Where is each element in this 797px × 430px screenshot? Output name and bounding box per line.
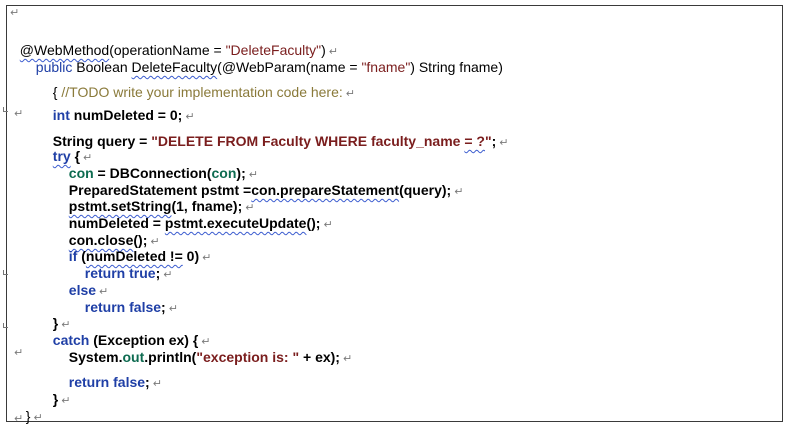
margin-marker bbox=[3, 107, 8, 112]
paragraph-mark: ↵ bbox=[83, 152, 93, 164]
document-frame bbox=[6, 5, 783, 422]
code-line-int-decl: int numDeleted = 0;↵ bbox=[52, 107, 195, 123]
code-line-prepared-statement: PreparedStatement pstmt =con.prepareStat… bbox=[68, 182, 464, 198]
keyword-true: true bbox=[129, 265, 156, 281]
paragraph-mark: ↵ bbox=[150, 236, 160, 248]
method-name: DeleteFaculty bbox=[131, 59, 218, 75]
code-line-close: con.close();↵ bbox=[68, 232, 160, 248]
paragraph-mark: ↵ bbox=[499, 137, 509, 149]
string-literal: "DELETE FROM Faculty WHERE faculty_name bbox=[151, 133, 465, 149]
code-line-query: String query = "DELETE FROM Faculty WHER… bbox=[52, 133, 509, 149]
paragraph-mark: ↵ bbox=[202, 252, 212, 264]
keyword-false: false bbox=[113, 374, 146, 390]
keyword-try: try bbox=[52, 148, 71, 164]
string-literal: "fname" bbox=[361, 59, 411, 75]
paragraph-mark: ↵ bbox=[201, 336, 211, 348]
margin-marker bbox=[3, 323, 8, 328]
code-line-try: try {↵ bbox=[52, 148, 93, 164]
code-line-return-true: return true;↵ bbox=[84, 265, 173, 281]
keyword-return: return bbox=[68, 374, 110, 390]
keyword-else: else bbox=[68, 282, 97, 298]
paragraph-mark: ↵ bbox=[14, 413, 24, 425]
paragraph-mark: ↵ bbox=[14, 108, 24, 120]
code-line-if: if (numDeleted != 0)↵ bbox=[68, 248, 212, 264]
paragraph-mark: ↵ bbox=[342, 353, 353, 365]
keyword-return: return bbox=[84, 265, 126, 281]
string-literal: "exception is: " bbox=[196, 349, 300, 365]
code-line-close-catch: }↵ bbox=[52, 391, 71, 407]
paragraph-mark: ↵ bbox=[328, 46, 339, 58]
code-line-set-string: pstmt.setString(1, fname);↵ bbox=[68, 198, 255, 214]
code-line-method-signature: public Boolean DeleteFaculty(@WebParam(n… bbox=[35, 59, 503, 75]
paragraph-mark: ↵ bbox=[152, 378, 162, 390]
paragraph-mark: ↵ bbox=[345, 88, 355, 100]
code-line-return-false: return false;↵ bbox=[84, 299, 178, 315]
string-literal: "DeleteFaculty" bbox=[225, 42, 322, 58]
paragraph-mark: ↵ bbox=[163, 269, 173, 281]
keyword-public: public bbox=[35, 59, 73, 75]
comment-todo: //TODO write your implementation code he… bbox=[61, 84, 343, 100]
code-line-connection: con = DBConnection(con);↵ bbox=[68, 165, 258, 181]
code-line-catch: catch (Exception ex) {↵ bbox=[52, 332, 211, 348]
paragraph-mark: ↵ bbox=[10, 7, 20, 19]
paragraph-mark: ↵ bbox=[33, 412, 43, 424]
code-line-execute-update: numDeleted = pstmt.executeUpdate();↵ bbox=[68, 215, 333, 231]
paragraph-mark: ↵ bbox=[168, 303, 178, 315]
keyword-false: false bbox=[129, 299, 162, 315]
paragraph-mark: ↵ bbox=[61, 395, 71, 407]
paragraph-mark: ↵ bbox=[245, 202, 255, 214]
code-line-close-try: }↵ bbox=[52, 315, 71, 331]
code-line-return-false-catch: return false;↵ bbox=[68, 374, 162, 390]
paragraph-mark: ↵ bbox=[61, 319, 71, 331]
annotation-webmethod: @WebMethod bbox=[19, 42, 110, 58]
paragraph-mark: ↵ bbox=[248, 169, 258, 181]
margin-marker bbox=[3, 270, 8, 275]
paragraph-mark: ↵ bbox=[14, 347, 24, 359]
paragraph-mark: ↵ bbox=[185, 111, 195, 123]
keyword-if: if bbox=[68, 248, 78, 264]
keyword-return: return bbox=[84, 299, 126, 315]
paragraph-mark: ↵ bbox=[99, 286, 109, 298]
keyword-catch: catch bbox=[52, 332, 90, 348]
code-line-println: System.out.println("exception is: " + ex… bbox=[68, 349, 353, 365]
code-line-close-method: }↵ bbox=[25, 408, 43, 424]
paragraph-mark: ↵ bbox=[323, 219, 333, 231]
paragraph-mark: ↵ bbox=[454, 186, 464, 198]
code-line-else: else↵ bbox=[61, 266, 108, 300]
code-line-webmethod: @WebMethod(operationName = "DeleteFacult… bbox=[19, 42, 339, 58]
code-line-todo: { //TODO write your implementation code … bbox=[52, 84, 355, 100]
keyword-int: int bbox=[52, 107, 70, 123]
